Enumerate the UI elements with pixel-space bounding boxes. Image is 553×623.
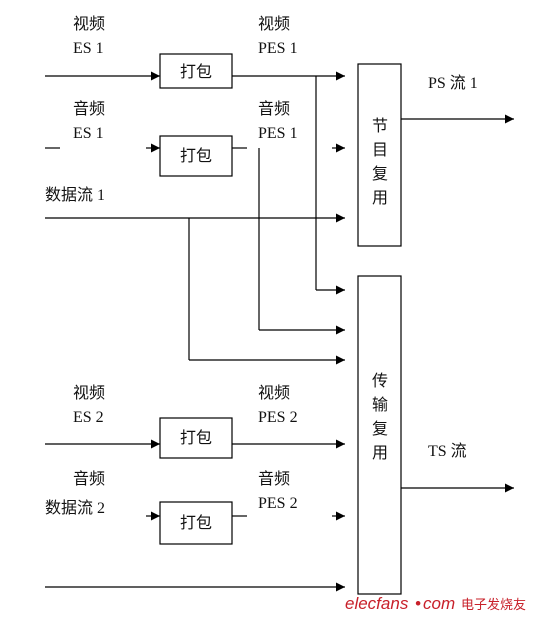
packetizer-video2: 打包 [159, 417, 233, 459]
video-es1-label-line1: 视频 [73, 15, 105, 33]
watermark-dot: • [415, 594, 421, 613]
data-stream1-label: 数据流 1 [45, 186, 105, 204]
transport-mux-char-3: 复 [372, 420, 388, 438]
video-es1-label-line2: ES 1 [73, 40, 104, 57]
packetizer-audio1-label: 打包 [180, 147, 212, 165]
video-pes2-label-line1: 视频 [258, 384, 290, 402]
audio-pes2-label-line1: 音频 [258, 470, 290, 488]
program-mux-box: 节 目 复 用 [357, 63, 402, 247]
packetizer-audio2-label: 打包 [180, 514, 212, 532]
audio-pes2-label-line2: PES 2 [258, 495, 298, 512]
audio-pes1-label-line1: 音频 [258, 100, 290, 118]
audio-es1-label-line1: 音频 [73, 100, 105, 118]
audio-es2-label: 音频 [73, 470, 105, 488]
transport-mux-box: 传 输 复 用 [357, 275, 402, 595]
watermark-cn: 电子发烧友 [461, 597, 526, 613]
program-mux-char-4: 用 [372, 190, 388, 207]
watermark-domain: com [423, 594, 455, 613]
program-mux-char-2: 目 [372, 142, 388, 159]
audio-pes1-label-line2: PES 1 [258, 125, 298, 142]
packetizer-audio2: 打包 [159, 501, 233, 545]
video-pes1-label-line2: PES 1 [258, 40, 298, 57]
data-stream2-label: 数据流 2 [45, 499, 105, 517]
ts-stream-label: TS 流 [428, 442, 467, 460]
program-mux-char-3: 复 [372, 165, 388, 183]
video-es2-label-line1: 视频 [73, 384, 105, 402]
watermark-site: elecfans [345, 594, 409, 613]
program-mux-char-1: 节 [372, 117, 388, 135]
video-es2-label-line2: ES 2 [73, 409, 104, 426]
transport-mux-char-1: 传 [372, 372, 388, 390]
video-pes2-label-line2: PES 2 [258, 409, 298, 426]
packetizer-video1-label: 打包 [180, 63, 212, 81]
packetizer-video1: 打包 [159, 53, 233, 89]
video-pes1-label-line1: 视频 [258, 15, 290, 33]
transport-mux-char-2: 输 [372, 396, 388, 414]
packetizer-audio1: 打包 [159, 135, 233, 177]
transport-mux-char-4: 用 [372, 445, 388, 462]
audio-es1-label-line2: ES 1 [73, 125, 104, 142]
packetizer-video2-label: 打包 [180, 429, 212, 447]
ps-stream-label: PS 流 1 [428, 74, 478, 92]
elecfans-watermark: elecfans • com 电子发烧友 [345, 594, 526, 613]
